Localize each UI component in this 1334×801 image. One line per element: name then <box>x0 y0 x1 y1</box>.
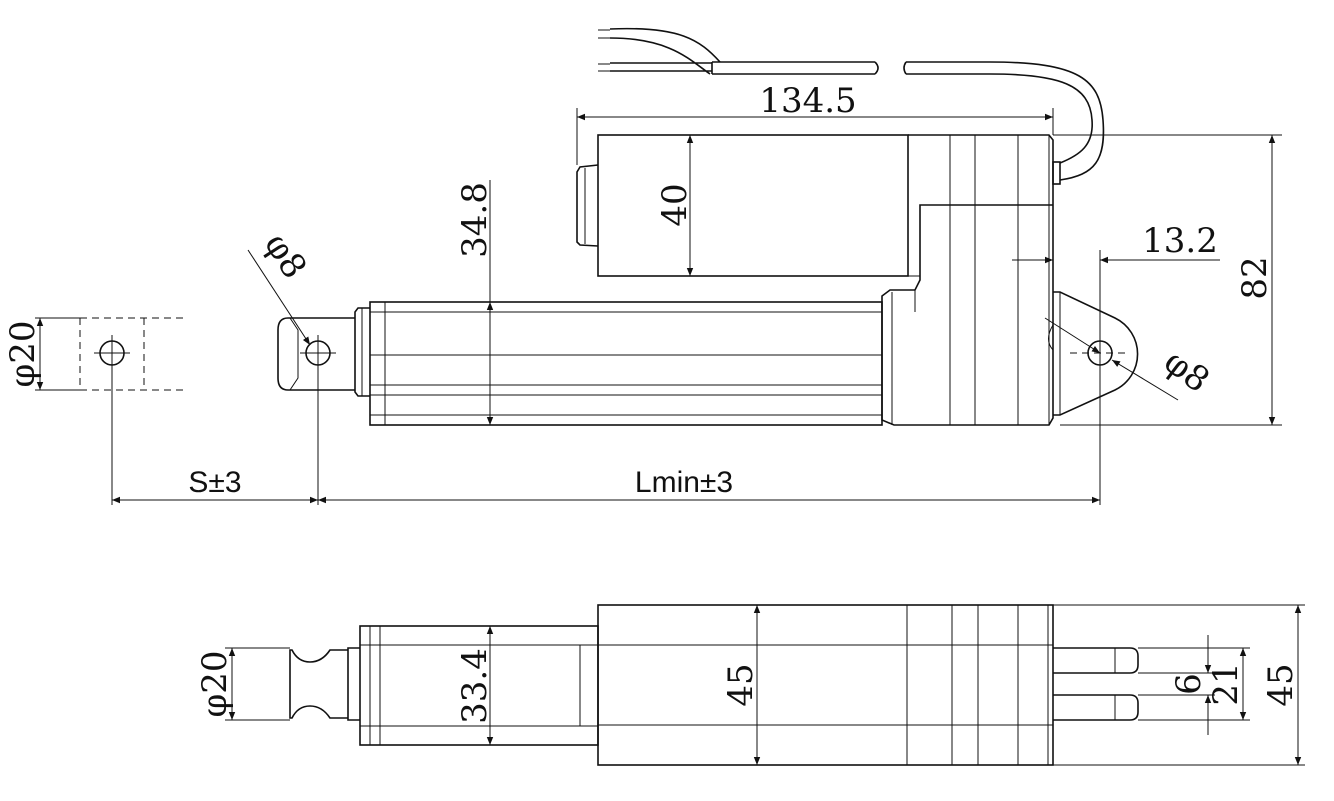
outer-tube <box>359 625 599 746</box>
rod-collar <box>347 647 360 721</box>
svg-text:φ8: φ8 <box>256 226 314 286</box>
dim-6: 6 <box>1138 635 1215 735</box>
rod <box>289 649 348 719</box>
dim-21: 21 <box>1138 647 1250 721</box>
svg-text:82: 82 <box>1235 256 1275 299</box>
dim-45-overall: 45 <box>1053 604 1305 766</box>
svg-text:13.2: 13.2 <box>1142 221 1218 261</box>
dim-front-hole: φ8 <box>247 226 314 346</box>
svg-text:34.8: 34.8 <box>455 182 495 258</box>
top-view: 134.5 40 34.8 82 13.2 φ8 φ8 <box>3 27 1282 505</box>
motor-body <box>597 134 909 277</box>
dim-33-4: 33.4 <box>455 626 495 745</box>
dim-13-2: 13.2 <box>1012 221 1220 505</box>
dim-rod-end-diameter: φ20 <box>3 317 80 391</box>
rear-clevis <box>1053 291 1139 416</box>
motor-end-cap <box>576 164 599 247</box>
svg-text:S±3: S±3 <box>188 466 241 499</box>
dim-rod-diameter: φ20 <box>195 647 290 721</box>
rod-collar <box>354 307 370 397</box>
svg-text:40: 40 <box>655 183 695 226</box>
dim-134-5: 134.5 <box>576 81 1054 165</box>
rear-clevis-lugs <box>1053 647 1139 721</box>
svg-text:45: 45 <box>721 663 761 706</box>
svg-text:φ20: φ20 <box>195 650 235 717</box>
dim-34-8: 34.8 <box>455 180 495 425</box>
svg-text:134.5: 134.5 <box>759 81 856 121</box>
motor-gearbox-body <box>597 604 1054 766</box>
dim-40: 40 <box>655 135 695 276</box>
rod-end <box>277 317 355 391</box>
svg-text:6: 6 <box>1169 673 1209 695</box>
dim-rear-hole: φ8 <box>1044 317 1217 401</box>
svg-text:φ20: φ20 <box>3 320 43 387</box>
bottom-view: φ20 33.4 45 6 21 45 <box>195 604 1305 766</box>
svg-text:Lmin±3: Lmin±3 <box>635 466 733 499</box>
svg-text:33.4: 33.4 <box>455 648 495 724</box>
outer-tube <box>369 301 883 426</box>
svg-text:21: 21 <box>1206 662 1246 705</box>
dim-82: 82 <box>1053 134 1282 426</box>
cable <box>598 27 1105 185</box>
extended-position-ghost <box>79 317 188 391</box>
dim-45-motor: 45 <box>721 605 761 765</box>
svg-text:45: 45 <box>1261 663 1301 706</box>
dim-stroke-length: S±3 Lmin±3 <box>111 371 1100 505</box>
